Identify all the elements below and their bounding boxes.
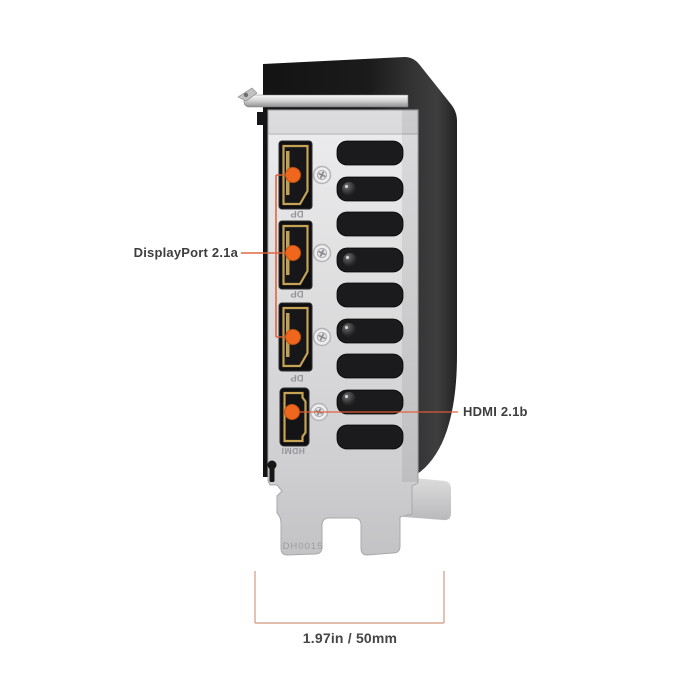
- dimension-label: 1.97in / 50mm: [302, 630, 398, 646]
- bracket-notch: [257, 112, 266, 125]
- bracket-top-flange: [243, 94, 409, 108]
- rivet-highlight: [345, 255, 350, 260]
- callout-dot-icon: [285, 329, 301, 345]
- bracket-side-depth: [404, 477, 451, 521]
- dimension-lines: [254, 571, 445, 624]
- rivet-highlight: [344, 325, 349, 330]
- vent-slot: [336, 176, 404, 202]
- hdmi-label: HDMI 2.1b: [463, 404, 528, 419]
- rivet-icon: [342, 323, 356, 337]
- rivet-highlight: [344, 184, 349, 189]
- vent-slot: [336, 353, 404, 379]
- bracket-top-recess: [268, 110, 418, 134]
- rivet-icon: [343, 253, 357, 267]
- vent-slot: [336, 140, 404, 166]
- bracket-right-shade: [402, 110, 418, 482]
- displayport-callout-line: [241, 174, 285, 338]
- port-engravings: DP DP DP HDMI: [281, 208, 305, 456]
- displayport-label: DisplayPort 2.1a: [133, 245, 238, 260]
- bracket-latch-pin: [267, 460, 277, 482]
- bracket-screws: [309, 165, 332, 422]
- vent-slot: [336, 211, 404, 237]
- dp-engraving: DP: [290, 288, 304, 299]
- hdmi-engraving: HDMI: [281, 446, 305, 456]
- callouts: [241, 167, 458, 420]
- callout-dot-icon: [285, 245, 301, 261]
- screw-icon: [312, 243, 332, 263]
- screw-icon: [312, 327, 332, 347]
- rivet-icon: [342, 182, 356, 196]
- dp-engraving: DP: [290, 372, 304, 383]
- screw-icon: [312, 165, 332, 185]
- rivet-highlight: [344, 394, 349, 399]
- vent-slot: [336, 282, 404, 308]
- bracket-code-engraving: DH0015: [283, 541, 324, 552]
- bracket-hook-pin: [243, 92, 249, 98]
- callout-dot-icon: [285, 167, 301, 183]
- vent-slot: [336, 424, 404, 450]
- dp-engraving: DP: [290, 208, 304, 219]
- vent-rivets: [342, 182, 357, 406]
- callout-dot-icon: [284, 404, 300, 420]
- rivet-icon: [342, 392, 356, 406]
